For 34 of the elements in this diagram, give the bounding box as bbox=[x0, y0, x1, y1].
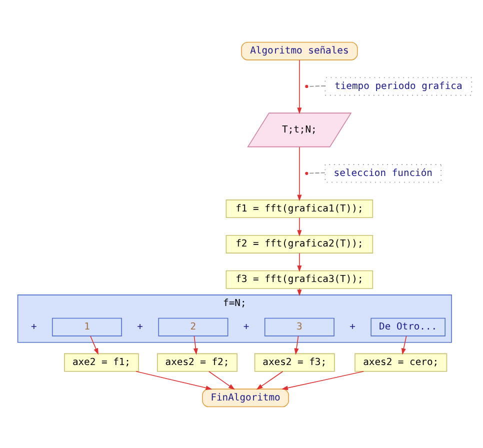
node-box: f1 = fft(grafica1(T)); bbox=[226, 199, 374, 218]
arrow bbox=[90, 335, 98, 354]
arrow bbox=[136, 370, 212, 390]
node-box: 2 bbox=[158, 317, 228, 336]
arrow bbox=[282, 370, 364, 390]
arrow bbox=[297, 252, 302, 272]
node-box: FinAlgoritmo bbox=[202, 388, 289, 407]
label: + bbox=[137, 321, 144, 332]
arrow bbox=[401, 335, 407, 354]
node-box: seleccion función bbox=[324, 164, 442, 182]
arrow bbox=[256, 370, 284, 390]
node-box: f2 = fft(grafica2(T)); bbox=[226, 234, 374, 253]
label: + bbox=[243, 321, 250, 332]
node-box: 3 bbox=[264, 317, 334, 336]
arrow bbox=[193, 335, 198, 354]
arrow bbox=[297, 216, 302, 236]
node-box: f3 = fft(grafica3(T)); bbox=[226, 270, 374, 288]
node-box: axes2 = f2; bbox=[157, 352, 238, 372]
label: + bbox=[30, 321, 37, 332]
connector bbox=[308, 85, 326, 86]
node-box: axe2 = f1; bbox=[64, 352, 139, 372]
arrow bbox=[297, 288, 302, 296]
node-box: tiempo periodo grafica bbox=[324, 76, 472, 96]
node-box: axes2 = f3; bbox=[254, 352, 335, 372]
node-box: Algoritmo señales bbox=[241, 41, 358, 60]
arrow bbox=[297, 59, 302, 114]
node-box: 1 bbox=[52, 317, 122, 336]
node-box: axes2 = cero; bbox=[354, 352, 448, 372]
arrow bbox=[297, 146, 302, 201]
label: + bbox=[350, 321, 356, 332]
arrow bbox=[208, 370, 235, 390]
arrow bbox=[294, 335, 299, 354]
connector bbox=[307, 172, 326, 174]
node-box: De Otro... bbox=[370, 317, 446, 336]
